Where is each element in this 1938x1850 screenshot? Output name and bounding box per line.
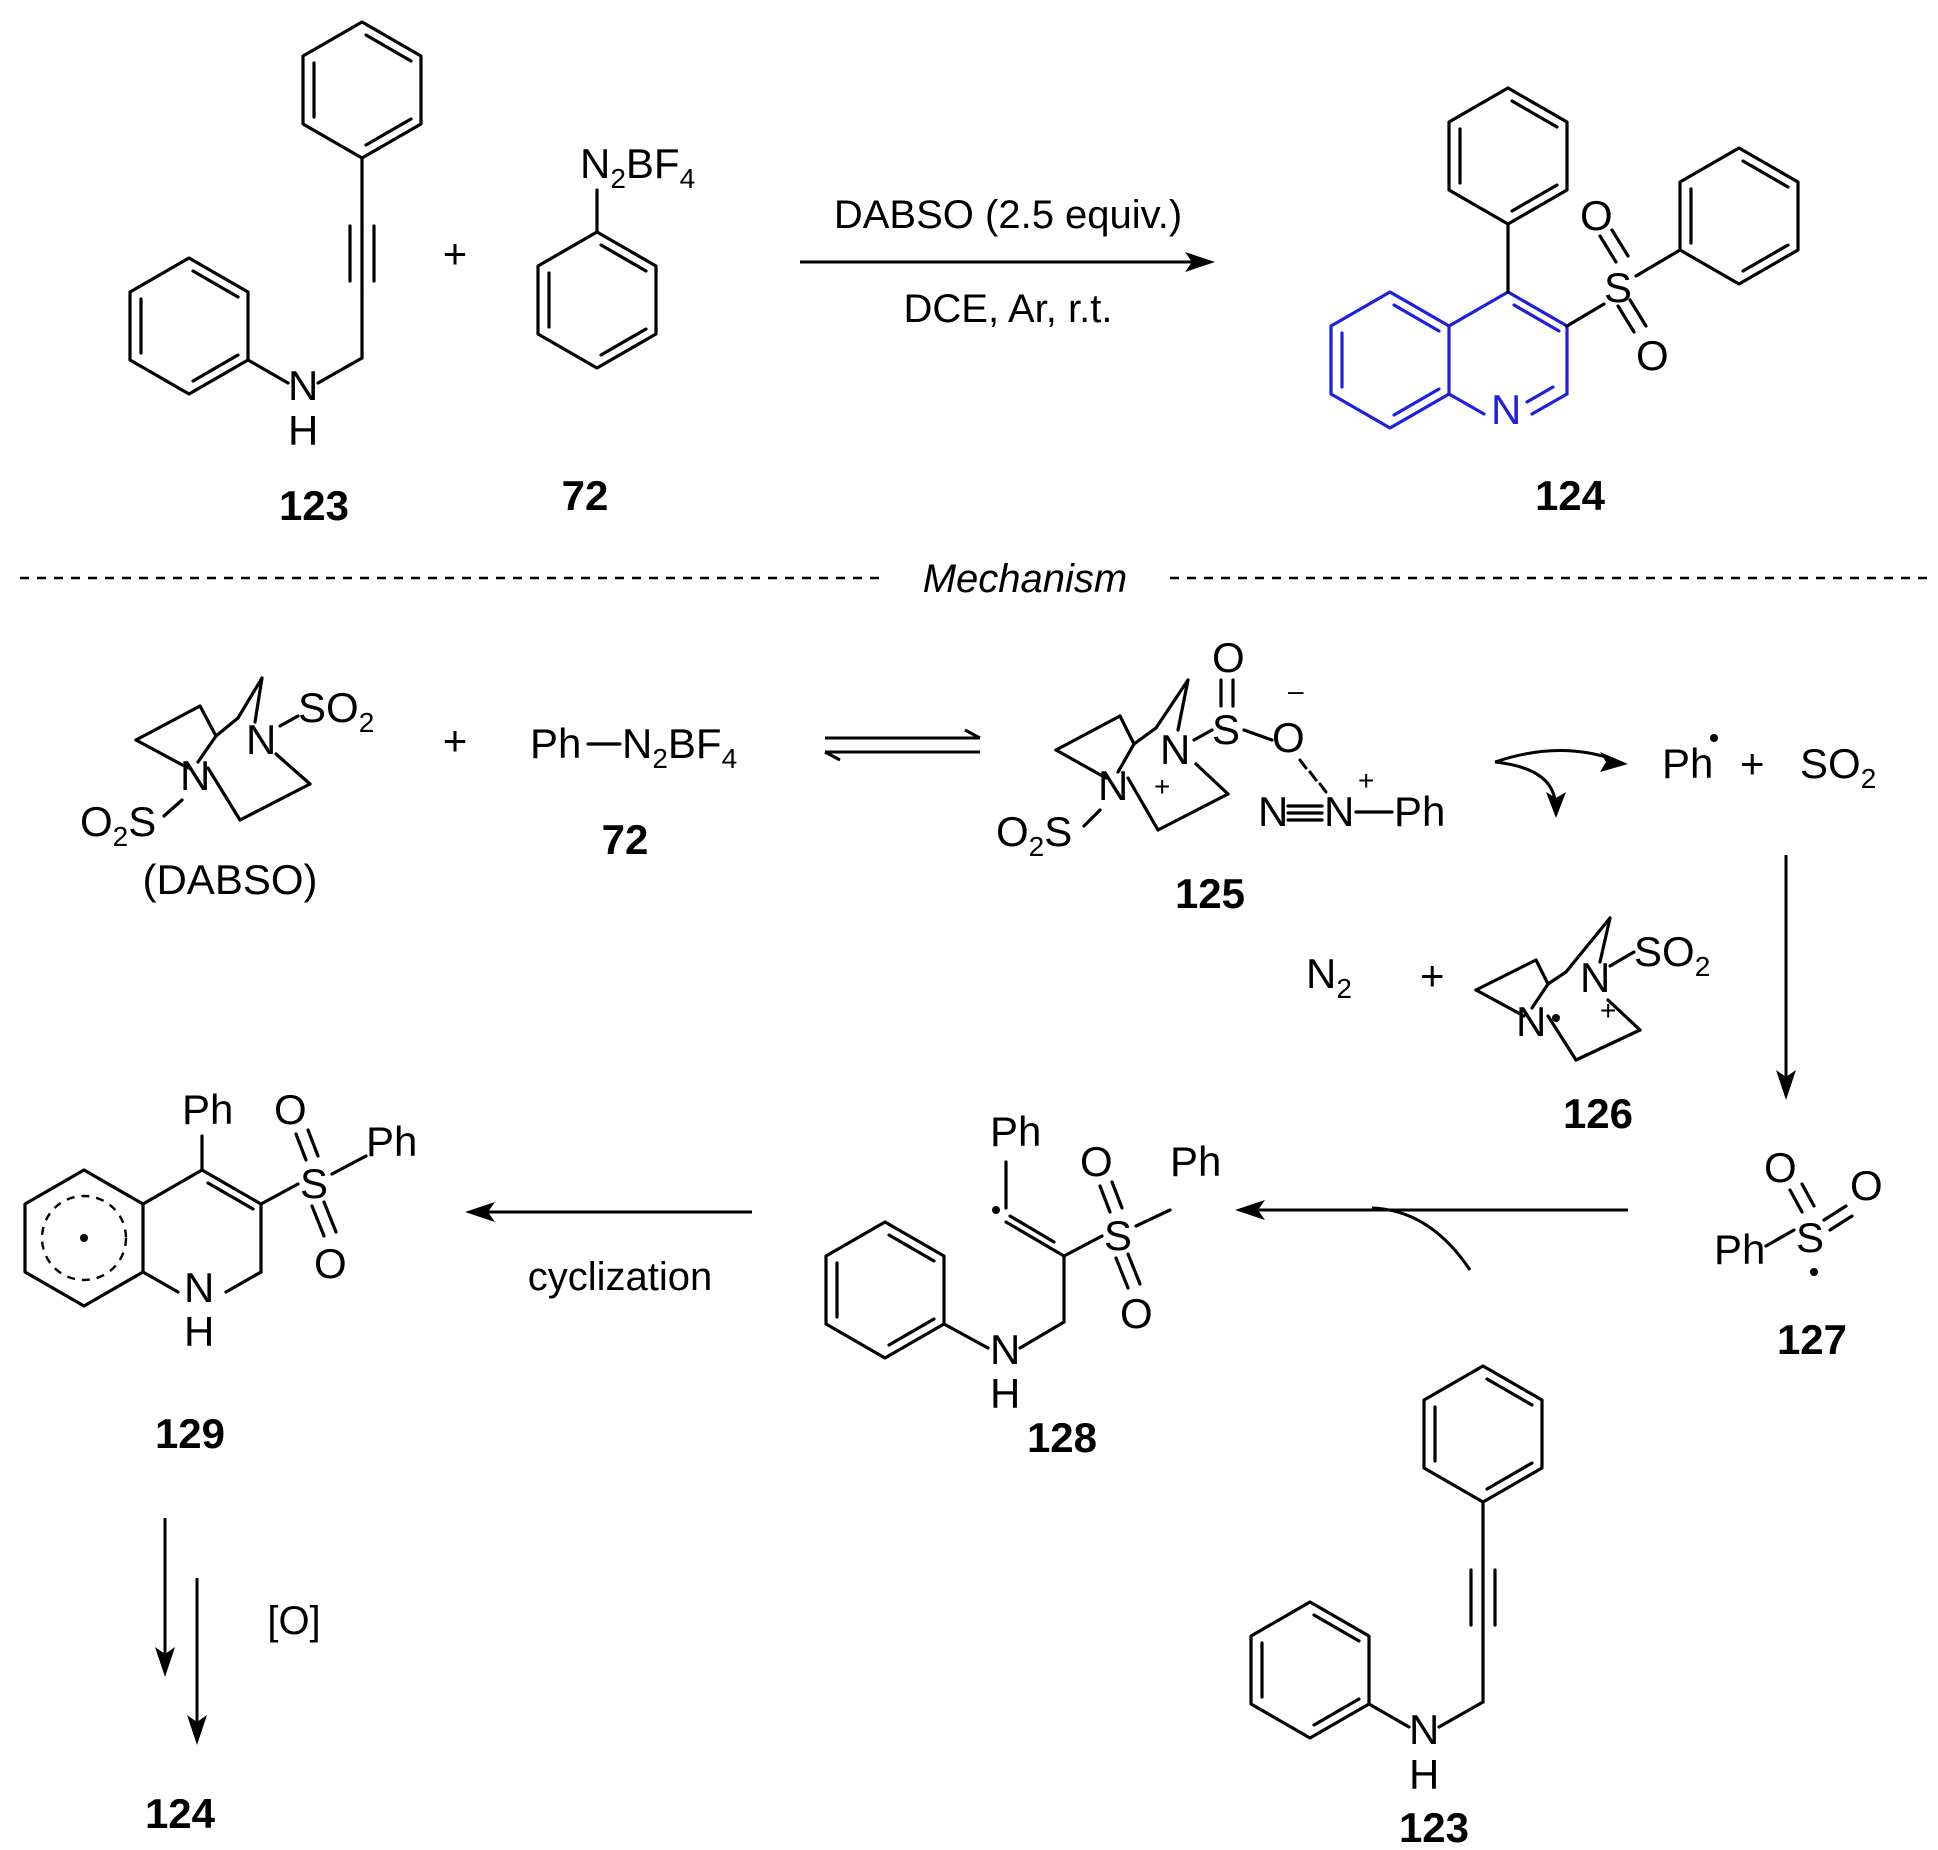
svg-text:+: + — [1420, 952, 1445, 999]
svg-text:Ph: Ph — [530, 720, 581, 767]
svg-text:Ph: Ph — [1170, 1138, 1221, 1185]
svg-text:H: H — [184, 1308, 214, 1355]
svg-text:N: N — [1324, 788, 1354, 835]
equilibrium-arrow — [824, 728, 981, 762]
svg-text:N: N — [1516, 998, 1546, 1045]
compound-72-mech-structure: Ph N2BF4 — [530, 720, 737, 774]
svg-text:O: O — [1850, 1162, 1883, 1209]
svg-text:N2BF4: N2BF4 — [622, 720, 737, 774]
svg-text:O: O — [1636, 332, 1669, 379]
svg-text:H: H — [990, 1370, 1020, 1417]
compound-127-structure: Ph S O O — [1714, 1144, 1883, 1276]
svg-text:Ph: Ph — [1714, 1226, 1765, 1273]
phenyl-radical-so2: Ph + SO2 — [1662, 734, 1876, 794]
n2-and-126: N2 + N + SO2 N — [1306, 916, 1710, 1062]
svg-text:N: N — [1258, 788, 1288, 835]
condition-cyclization: cyclization — [528, 1255, 713, 1299]
compound-label-72-mech: 72 — [602, 816, 649, 863]
svg-text:N: N — [246, 716, 276, 763]
svg-text:S: S — [1796, 1214, 1824, 1261]
dabso-structure: N SO2 N O2S — [80, 676, 374, 852]
svg-text:+: + — [1740, 740, 1765, 787]
svg-text:O2S: O2S — [80, 798, 156, 852]
compound-label-128: 128 — [1027, 1414, 1097, 1461]
compound-123-bottom-structure: N H — [1249, 1364, 1544, 1798]
svg-text:N2: N2 — [1306, 950, 1352, 1004]
compound-123-structure: N H — [128, 20, 423, 454]
compound-label-123: 123 — [279, 482, 349, 529]
svg-text:N: N — [288, 362, 318, 409]
svg-text:N: N — [990, 1326, 1020, 1373]
svg-text:N: N — [1409, 1706, 1439, 1753]
compound-label-126: 126 — [1563, 1090, 1633, 1137]
svg-text:S: S — [300, 1160, 328, 1207]
section-mechanism: Mechanism — [923, 557, 1128, 601]
svg-text:Ph: Ph — [182, 1086, 233, 1133]
svg-text:O: O — [1272, 714, 1305, 761]
svg-text:Ph: Ph — [366, 1118, 417, 1165]
svg-text:O: O — [1080, 1138, 1113, 1185]
svg-text:N: N — [1580, 954, 1610, 1001]
svg-text:Ph: Ph — [1394, 788, 1445, 835]
oxidation-arrow — [155, 1518, 207, 1745]
svg-text:O: O — [1120, 1290, 1153, 1337]
svg-text:H: H — [288, 407, 318, 454]
svg-text:N2BF4: N2BF4 — [580, 140, 695, 194]
fragmentation-arrow — [1494, 749, 1628, 818]
svg-text:+: + — [1154, 771, 1170, 802]
condition-reagent: DABSO (2.5 equiv.) — [834, 193, 1182, 237]
compound-label-72: 72 — [562, 472, 609, 519]
plus-sign: + — [443, 717, 468, 764]
compound-label-123-bottom: 123 — [1399, 1804, 1469, 1850]
svg-text:H: H — [1409, 1751, 1439, 1798]
svg-text:N: N — [1491, 386, 1521, 433]
svg-text:Ph: Ph — [990, 1108, 1041, 1155]
svg-text:O2S: O2S — [996, 808, 1072, 862]
condition-solvent: DCE, Ar, r.t. — [904, 287, 1113, 331]
plus-sign: + — [443, 230, 468, 277]
svg-text:SO2: SO2 — [298, 684, 374, 738]
svg-text:–: – — [1288, 675, 1304, 706]
svg-text:N: N — [180, 752, 210, 799]
svg-text:S: S — [1604, 264, 1632, 311]
compound-label-129: 129 — [155, 1410, 225, 1457]
condition-oxidation: [O] — [267, 1599, 320, 1643]
svg-text:Ph: Ph — [1662, 740, 1713, 787]
svg-text:S: S — [1212, 706, 1240, 753]
svg-text:N: N — [1160, 726, 1190, 773]
svg-text:N: N — [184, 1264, 214, 1311]
down-arrow-127 — [1776, 855, 1796, 1100]
compound-128-structure: N H Ph S O O Ph — [824, 1108, 1221, 1417]
svg-text:O: O — [1764, 1144, 1797, 1191]
dabso-name: (DABSO) — [142, 856, 317, 903]
compound-label-124-bottom: 124 — [145, 1790, 216, 1837]
svg-text:SO2: SO2 — [1634, 928, 1710, 982]
arrow-127-to-128 — [1235, 1200, 1628, 1271]
svg-text:O: O — [1212, 634, 1245, 681]
top-reaction-arrow — [800, 252, 1215, 272]
compound-label-127: 127 — [1777, 1316, 1847, 1363]
compound-124-structure: N S O O — [1329, 86, 1800, 433]
svg-text:SO2: SO2 — [1800, 740, 1876, 794]
svg-text:S: S — [1104, 1212, 1132, 1259]
compound-125-structure: N + N O2S S O O – N N + Ph — [996, 634, 1445, 862]
compound-label-124: 124 — [1535, 472, 1606, 519]
cyclization-arrow — [465, 1202, 752, 1222]
compound-label-125: 125 — [1175, 870, 1245, 917]
svg-text:O: O — [274, 1086, 307, 1133]
svg-text:O: O — [1580, 192, 1613, 239]
svg-text:+: + — [1600, 995, 1616, 1026]
svg-text:O: O — [314, 1240, 347, 1287]
compound-72-structure: N2BF4 — [536, 140, 695, 370]
compound-129-structure: N H Ph S O O Ph — [23, 1086, 417, 1355]
svg-text:+: + — [1358, 765, 1374, 796]
svg-text:N: N — [1098, 762, 1128, 809]
